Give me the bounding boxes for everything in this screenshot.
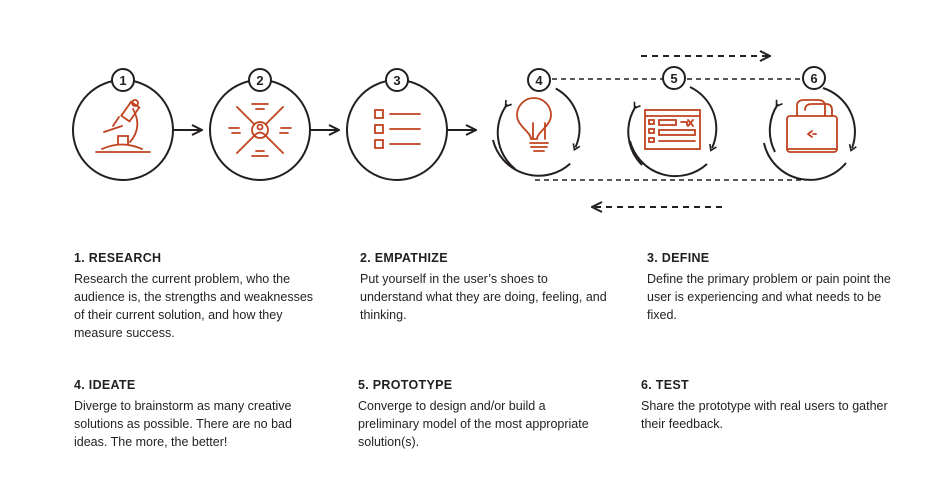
step-test: 6. TEST Share the prototype with real us…: [641, 377, 891, 433]
step-research: 1. RESEARCH Research the current problem…: [74, 250, 324, 342]
step-title: 4. IDEATE: [74, 378, 136, 392]
step-description: Diverge to brainstorm as many creative s…: [74, 399, 292, 449]
step-title: 5. PROTOTYPE: [358, 378, 453, 392]
step-define: 3. DEFINE Define the primary problem or …: [647, 250, 897, 324]
node-4-number: 4: [535, 73, 543, 88]
step-description: Put yourself in the user’s shoes to unde…: [360, 272, 607, 322]
wireframe-icon: [644, 109, 701, 150]
step-empathize: 2. EMPATHIZE Put yourself in the user’s …: [360, 250, 610, 324]
step-title: 1. RESEARCH: [74, 251, 162, 265]
design-process-diagram: 1 2: [72, 0, 857, 240]
node-6-number: 6: [810, 71, 817, 86]
node-5: 5: [627, 66, 718, 178]
microscope-icon: [95, 99, 151, 153]
toaster-icon: [786, 99, 838, 153]
step-ideate: 4. IDEATE Diverge to brainstorm as many …: [74, 377, 324, 451]
lightbulb-icon: [516, 97, 552, 152]
step-description: Research the current problem, who the au…: [74, 272, 314, 340]
node-6: 6: [763, 66, 857, 181]
step-prototype: 5. PROTOTYPE Converge to design and/or b…: [358, 377, 608, 451]
step-title: 3. DEFINE: [647, 251, 710, 265]
node-1: 1: [72, 68, 174, 181]
step-description: Converge to design and/or build a prelim…: [358, 399, 589, 449]
step-description: Define the primary problem or pain point…: [647, 272, 891, 322]
step-title: 2. EMPATHIZE: [360, 251, 448, 265]
step-title: 6. TEST: [641, 378, 689, 392]
node-3: 3: [346, 68, 448, 181]
user-focus-icon: [228, 103, 292, 157]
step-description: Share the prototype with real users to g…: [641, 399, 888, 431]
node-3-number: 3: [393, 73, 400, 88]
node-4: 4: [492, 68, 581, 177]
node-5-number: 5: [670, 71, 677, 86]
checklist-icon: [374, 109, 421, 149]
node-2-number: 2: [256, 73, 263, 88]
node-2: 2: [209, 68, 311, 181]
node-1-number: 1: [119, 73, 126, 88]
